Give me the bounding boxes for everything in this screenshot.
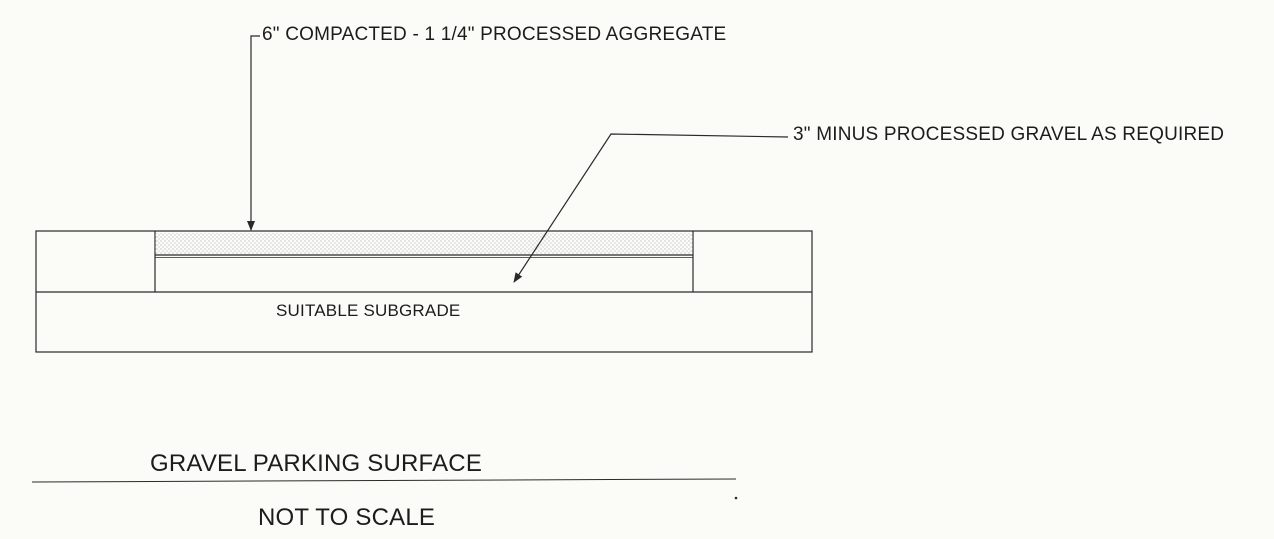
subgrade-label: SUITABLE SUBGRADE	[276, 301, 461, 320]
drawing-scale-note: NOT TO SCALE	[258, 504, 436, 531]
aggregate-layer	[155, 233, 693, 255]
gravel-callout-label: 3" MINUS PROCESSED GRAVEL AS REQUIRED	[793, 124, 1225, 145]
title-underline	[31, 478, 737, 483]
gravel-leader-line	[513, 133, 789, 283]
drawing-title: GRAVEL PARKING SURFACE	[150, 450, 483, 477]
aggregate-leader-line	[247, 35, 260, 231]
scan-speck	[734, 496, 738, 500]
aggregate-callout-label: 6" COMPACTED - 1 1/4" PROCESSED AGGREGAT…	[262, 24, 727, 45]
